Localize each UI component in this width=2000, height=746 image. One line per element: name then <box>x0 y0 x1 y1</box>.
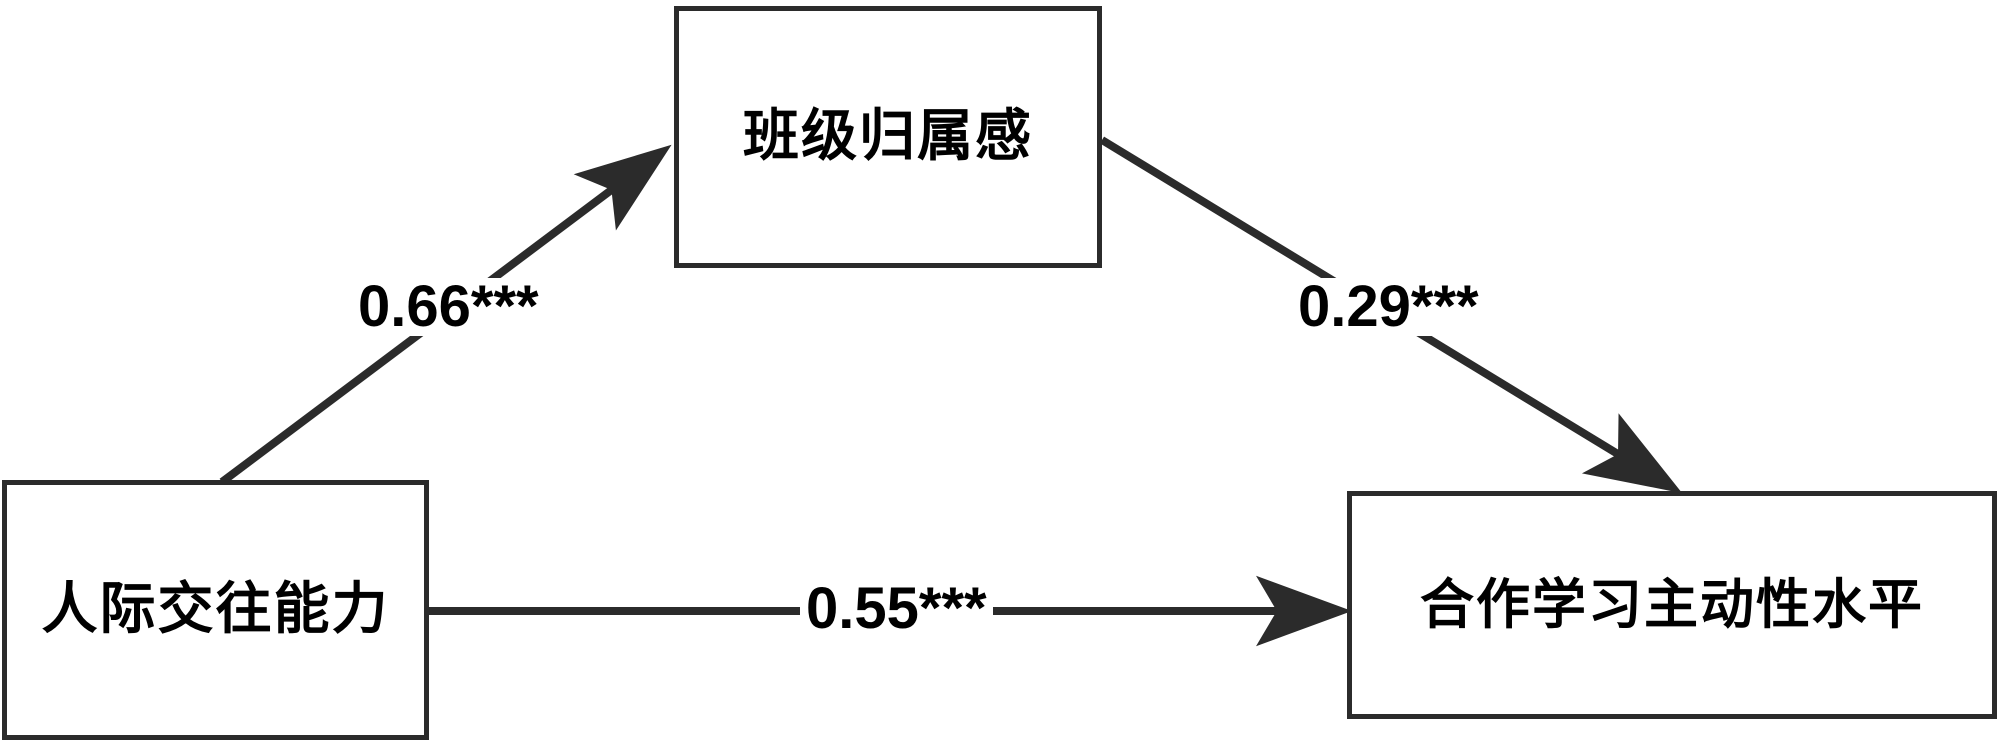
node-label-mediator: 班级归属感 <box>743 104 1033 170</box>
node-label-predictor: 人际交往能力 <box>41 577 390 643</box>
path-coefficient-b: 0.29*** <box>1292 278 1485 336</box>
node-box-outcome[interactable]: 合作学习主动性水平 <box>1347 491 1997 719</box>
node-label-outcome: 合作学习主动性水平 <box>1420 573 1924 637</box>
path-coefficient-c: 0.55*** <box>800 580 993 638</box>
path-coefficient-a: 0.66*** <box>352 278 545 336</box>
node-box-mediator[interactable]: 班级归属感 <box>674 6 1102 268</box>
node-box-predictor[interactable]: 人际交往能力 <box>2 480 429 740</box>
